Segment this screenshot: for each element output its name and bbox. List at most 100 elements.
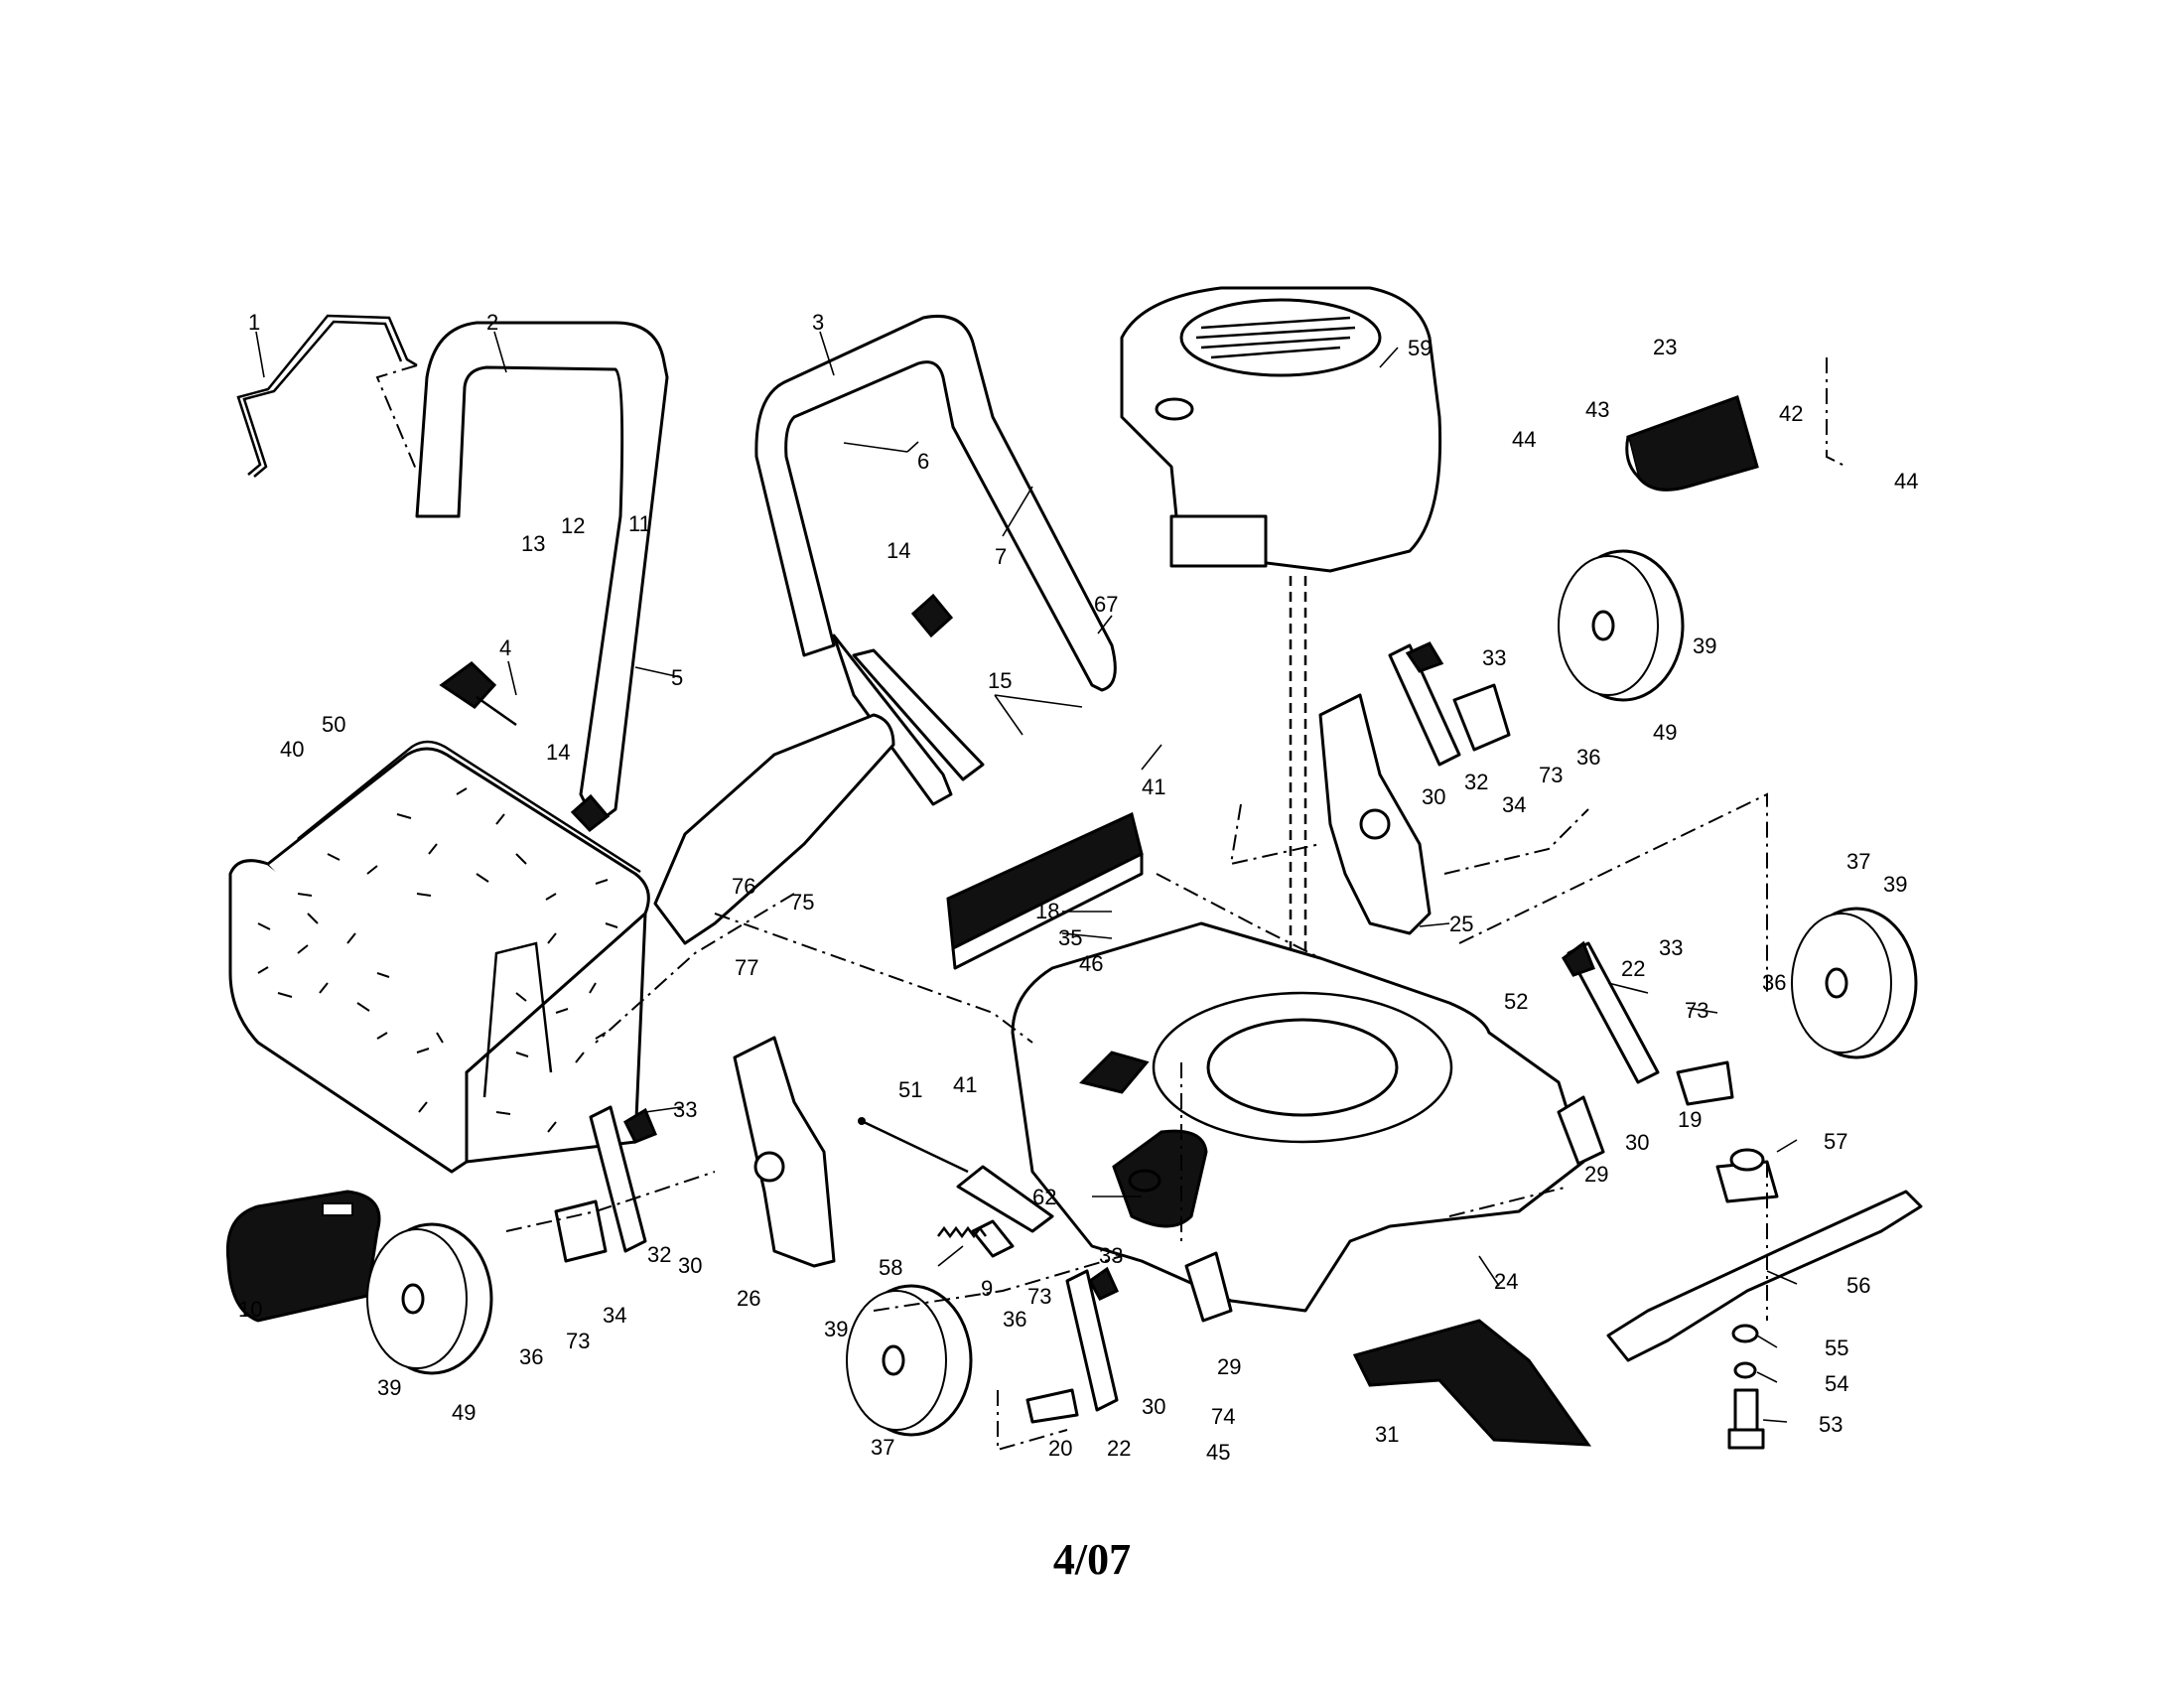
callout-6: 6	[917, 449, 929, 474]
wheel-front-left	[846, 1284, 973, 1437]
callout-31: 31	[1375, 1422, 1399, 1447]
callout-1: 1	[248, 310, 260, 335]
callout-77: 77	[735, 955, 758, 980]
callout-41b: 41	[953, 1072, 977, 1097]
callout-43: 43	[1585, 397, 1609, 422]
callout-22a: 22	[1621, 956, 1645, 981]
callout-36d: 36	[1003, 1307, 1026, 1332]
callout-11: 11	[628, 511, 651, 536]
wheel-front-right	[1791, 907, 1918, 1059]
callout-15: 15	[988, 668, 1012, 693]
rear-door	[946, 811, 1144, 970]
callout-40: 40	[280, 737, 304, 762]
callout-45: 45	[1206, 1440, 1230, 1465]
callout-36a: 36	[1576, 745, 1600, 770]
callout-39a: 39	[1693, 633, 1716, 658]
callout-29b: 29	[1217, 1354, 1241, 1379]
callout-41a: 41	[1142, 774, 1165, 799]
callout-39b: 39	[1883, 872, 1907, 897]
blade-hardware	[1727, 1324, 1765, 1450]
blade-56	[1606, 1190, 1923, 1362]
callout-22b: 22	[1107, 1436, 1131, 1461]
adjuster-levers	[623, 641, 1595, 1301]
axle-plates	[554, 683, 1734, 1424]
callout-19: 19	[1678, 1107, 1702, 1132]
upper-handle-right	[754, 314, 1117, 806]
callout-30b: 30	[1625, 1130, 1649, 1155]
upper-handle-left	[415, 321, 669, 826]
lower-handle	[852, 648, 985, 781]
callout-46: 46	[1079, 951, 1103, 976]
callout-56: 56	[1846, 1273, 1870, 1298]
handle-knob-4	[439, 661, 517, 727]
callout-62: 62	[1032, 1185, 1056, 1209]
height-adjuster-26	[733, 1036, 836, 1268]
callout-39d: 39	[824, 1317, 848, 1341]
callout-36c: 36	[519, 1344, 543, 1369]
deflector-chute	[653, 713, 895, 945]
callout-50: 50	[322, 712, 345, 737]
grass-catcher-bag	[228, 740, 650, 1174]
callout-73d: 73	[1027, 1284, 1051, 1309]
callout-29a: 29	[1584, 1162, 1608, 1187]
callout-74: 74	[1211, 1404, 1235, 1429]
callout-42: 42	[1779, 401, 1803, 426]
callout-58: 58	[879, 1255, 902, 1280]
height-adjuster-25	[1318, 693, 1432, 935]
callout-73c: 73	[566, 1329, 590, 1353]
revision-date: 4/07	[1052, 1535, 1132, 1584]
callout-26: 26	[737, 1286, 760, 1311]
callout-49b: 49	[452, 1400, 476, 1425]
callout-57: 57	[1824, 1129, 1847, 1154]
callout-34a: 34	[1502, 792, 1526, 817]
callout-39c: 39	[377, 1375, 401, 1400]
handle-knob-14-lower	[570, 793, 611, 833]
callout-75: 75	[790, 890, 814, 915]
adjuster-arms	[589, 643, 1660, 1412]
callout-30d: 30	[1142, 1394, 1165, 1419]
lift-bracket-9	[956, 1165, 1054, 1258]
callout-30a: 30	[1422, 784, 1445, 809]
callout-44a: 44	[1512, 427, 1536, 452]
callout-32a: 32	[1464, 770, 1488, 794]
callout-5: 5	[671, 665, 683, 690]
callout-37a: 37	[1846, 849, 1870, 874]
callout-76: 76	[732, 874, 755, 899]
wheel-rear-right	[1558, 549, 1685, 702]
callout-33b: 33	[1659, 935, 1683, 960]
callout-59: 59	[1408, 336, 1432, 360]
mower-deck	[1011, 921, 1585, 1313]
callout-30c: 30	[678, 1253, 702, 1278]
callout-52: 52	[1504, 989, 1528, 1014]
callout-10: 10	[238, 1297, 262, 1322]
callout-73b: 73	[1685, 998, 1708, 1023]
callout-67: 67	[1094, 592, 1118, 617]
callout-14b: 14	[546, 740, 570, 765]
callout-14a: 14	[887, 538, 910, 563]
callout-25: 25	[1449, 912, 1473, 936]
callout-13: 13	[521, 531, 545, 556]
callout-24: 24	[1494, 1269, 1518, 1294]
callout-9: 9	[981, 1276, 993, 1301]
callout-73a: 73	[1539, 763, 1563, 787]
callout-37b: 37	[871, 1435, 894, 1460]
callout-35: 35	[1058, 925, 1082, 950]
callout-3: 3	[812, 310, 824, 335]
callout-53: 53	[1819, 1412, 1843, 1437]
callout-33d: 33	[1099, 1243, 1123, 1268]
spring-58	[937, 1225, 987, 1239]
catcher-mesh-texture	[257, 787, 618, 1133]
rear-flap	[225, 1190, 381, 1323]
alignment-lines	[375, 357, 1847, 1452]
callout-7: 7	[995, 544, 1007, 569]
callout-32b: 32	[647, 1242, 671, 1267]
rear-axle-rod-51	[858, 1117, 969, 1174]
engine	[1120, 286, 1442, 1092]
callout-labels: 1 2 3 4 5 6 7 9 10 11 12 13 14 14 15 18 …	[238, 310, 1918, 1465]
handle-knob-14-upper	[910, 593, 954, 638]
callout-33c: 33	[673, 1097, 697, 1122]
callout-12: 12	[561, 513, 585, 538]
callout-49a: 49	[1653, 720, 1677, 745]
